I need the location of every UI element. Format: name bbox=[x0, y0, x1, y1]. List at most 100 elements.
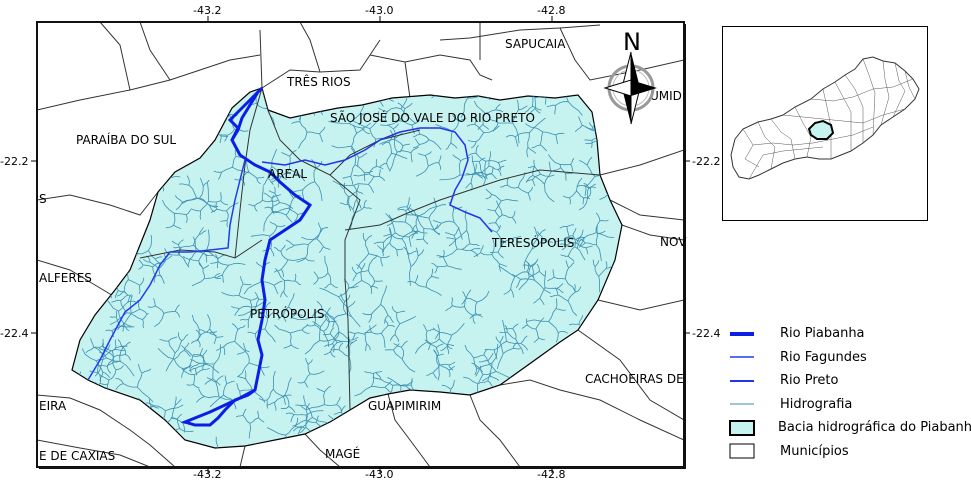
stream-segment bbox=[579, 237, 585, 246]
stream-segment bbox=[527, 324, 536, 330]
stream-segment bbox=[105, 329, 113, 332]
stream-segment bbox=[348, 331, 356, 334]
stream-segment bbox=[324, 385, 331, 393]
stream-segment bbox=[393, 221, 406, 223]
stream-segment bbox=[371, 331, 382, 335]
stream-segment bbox=[234, 341, 250, 353]
stream-segment bbox=[326, 313, 335, 319]
north-arrow-icon: N bbox=[603, 28, 657, 125]
stream-segment bbox=[453, 222, 463, 240]
stream-segment bbox=[390, 334, 396, 342]
stream-segment bbox=[450, 142, 458, 149]
stream-segment bbox=[365, 344, 368, 351]
stream-segment bbox=[393, 123, 399, 130]
stream-segment bbox=[323, 391, 325, 405]
stream-segment bbox=[288, 293, 295, 308]
stream-segment bbox=[319, 133, 324, 143]
stream-segment bbox=[467, 139, 477, 143]
stream-segment bbox=[578, 116, 583, 126]
stream-segment bbox=[330, 351, 336, 358]
stream-segment bbox=[496, 231, 505, 242]
stream-segment bbox=[544, 287, 557, 289]
stream-segment bbox=[605, 261, 608, 269]
stream-segment bbox=[127, 300, 137, 303]
stream-segment bbox=[190, 339, 198, 344]
stream-segment bbox=[452, 154, 461, 162]
stream-segment bbox=[364, 334, 368, 345]
stream-segment bbox=[365, 235, 373, 242]
stream-segment bbox=[177, 332, 182, 342]
stream-segment bbox=[347, 307, 352, 317]
stream-segment bbox=[111, 350, 115, 363]
stream-segment bbox=[196, 396, 205, 403]
stream-segment bbox=[368, 270, 375, 282]
stream-segment bbox=[527, 166, 535, 168]
stream-segment bbox=[489, 362, 493, 377]
stream-segment bbox=[138, 259, 144, 266]
stream-segment bbox=[391, 306, 398, 313]
stream-segment bbox=[578, 160, 588, 166]
rio-piabanha-line bbox=[180, 91, 313, 427]
stream-segment bbox=[534, 108, 541, 114]
stream-segment bbox=[249, 299, 253, 309]
legend-label: Hidrografia bbox=[780, 396, 853, 412]
stream-segment bbox=[565, 172, 573, 175]
stream-segment bbox=[327, 272, 332, 284]
stream-segment bbox=[535, 328, 539, 339]
stream-segment bbox=[263, 192, 273, 199]
stream-segment bbox=[179, 428, 194, 432]
stream-segment bbox=[556, 288, 564, 294]
stream-segment bbox=[354, 386, 372, 397]
stream-segment bbox=[277, 314, 284, 320]
stream-segment bbox=[284, 279, 295, 282]
stream-segment bbox=[417, 214, 425, 229]
stream-segment bbox=[324, 255, 329, 273]
stream-segment bbox=[438, 338, 448, 346]
stream-segment bbox=[487, 352, 494, 361]
stream-segment bbox=[322, 333, 331, 336]
stream-segment bbox=[306, 410, 324, 416]
stream-segment bbox=[138, 264, 144, 270]
stream-segment bbox=[380, 255, 390, 259]
stream-segment bbox=[434, 266, 438, 274]
stream-segment bbox=[539, 131, 544, 145]
stream-segment bbox=[223, 383, 228, 396]
stream-segment bbox=[223, 346, 226, 355]
stream-segment bbox=[559, 225, 567, 229]
stream-segment bbox=[487, 209, 496, 212]
stream-segment bbox=[565, 173, 567, 181]
stream-segment bbox=[174, 195, 183, 203]
stream-segment bbox=[276, 224, 286, 227]
stream-segment bbox=[361, 262, 366, 270]
stream-segment bbox=[310, 370, 325, 375]
stream-segment bbox=[568, 262, 575, 269]
stream-segment bbox=[269, 235, 273, 249]
stream-segment bbox=[368, 173, 380, 178]
stream-segment bbox=[142, 258, 151, 263]
stream-segment bbox=[598, 268, 607, 277]
stream-segment bbox=[474, 367, 477, 375]
stream-segment bbox=[343, 189, 350, 198]
stream-segment bbox=[401, 346, 405, 360]
stream-segment bbox=[206, 377, 216, 383]
stream-segment bbox=[448, 369, 451, 377]
legend-item-rio-fagundes: Rio Fagundes bbox=[728, 346, 971, 370]
stream-segment bbox=[165, 255, 173, 261]
stream-segment bbox=[119, 360, 135, 377]
stream-segment bbox=[469, 313, 476, 319]
stream-segment bbox=[231, 305, 240, 309]
stream-segment bbox=[314, 181, 323, 201]
stream-segment bbox=[466, 171, 482, 176]
stream-segment bbox=[139, 277, 145, 286]
stream-segment bbox=[190, 362, 200, 369]
stream-segment bbox=[394, 232, 410, 238]
stream-segment bbox=[187, 259, 190, 267]
stream-segment bbox=[478, 161, 482, 173]
stream-segment bbox=[383, 232, 396, 243]
stream-segment bbox=[368, 314, 372, 323]
stream-segment bbox=[428, 139, 442, 150]
stream-segment bbox=[202, 349, 208, 356]
stream-segment bbox=[242, 415, 251, 424]
stream-segment bbox=[356, 264, 362, 270]
stream-segment bbox=[379, 138, 395, 145]
